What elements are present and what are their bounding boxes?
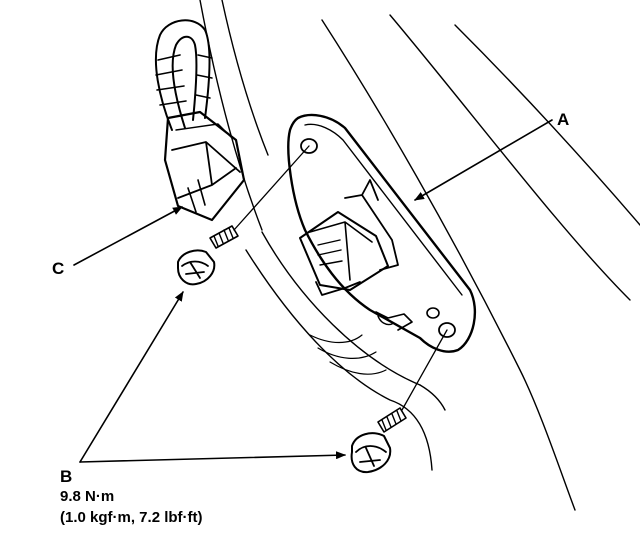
connector-c	[154, 19, 246, 222]
callout-a: A	[557, 110, 569, 129]
bolt-lower	[350, 407, 407, 474]
callout-c: C	[52, 259, 64, 278]
callout-b: B	[60, 467, 72, 486]
sensor-bracket-a	[287, 113, 477, 353]
installation-guide-lines	[233, 145, 448, 411]
leader-c	[73, 206, 183, 266]
leader-a	[414, 119, 553, 201]
body-panel-contours	[199, 0, 640, 511]
leader-b-upper	[79, 291, 184, 463]
torque-metric: 9.8 N·m	[60, 488, 114, 505]
leader-lines	[73, 119, 553, 463]
leader-b-lower	[79, 451, 346, 463]
bolt-upper	[177, 225, 239, 286]
torque-imperial: (1.0 kgf·m, 7.2 lbf·ft)	[60, 509, 203, 526]
